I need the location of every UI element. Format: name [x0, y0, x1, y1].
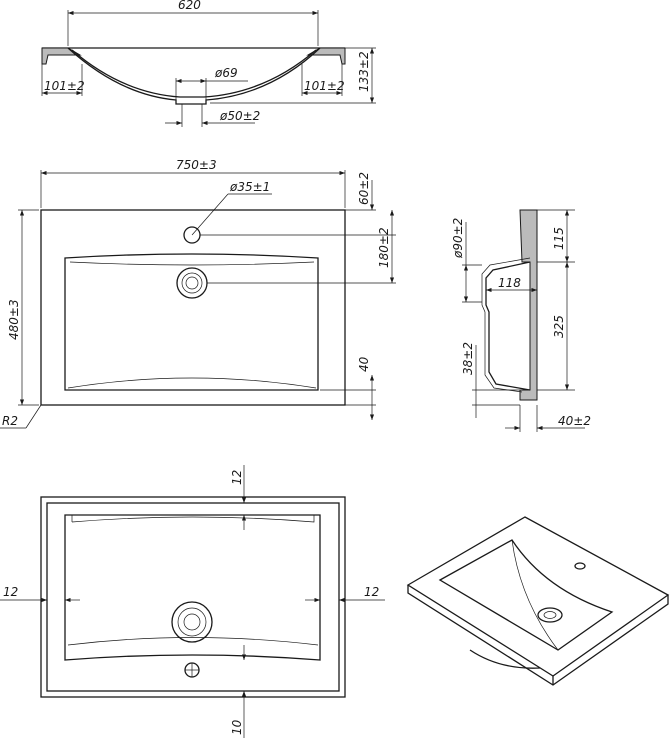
dim-width: 750±3 — [176, 158, 217, 172]
dim-depth: 480±3 — [7, 299, 21, 340]
side-view: 115 325 118 ø90±2 38±2 40±2 — [451, 209, 591, 432]
dim-drain-dia: ø90±2 — [451, 218, 465, 259]
dim-drain-inner: ø50±2 — [219, 109, 260, 123]
dim-right-margin: 12 — [364, 585, 379, 599]
dim-rim-left: 101±2 — [44, 79, 85, 93]
dim-basin-length: 325 — [552, 315, 566, 338]
dim-620: 620 — [178, 0, 201, 12]
bottom-view: 12 12 12 10 — [0, 465, 385, 738]
dim-rim-right: 101±2 — [304, 79, 345, 93]
dim-corner-radius: R2 — [2, 414, 18, 428]
dim-top-margin: 12 — [230, 470, 244, 485]
dim-drain-offset: 180±2 — [377, 227, 391, 268]
dim-left-margin: 12 — [3, 585, 18, 599]
section-view: 620 101±2 101±2 ø69 133±2 ø50±2 — [41, 0, 376, 127]
dim-front-margin: 40 — [357, 356, 371, 372]
dim-tap-offset: 60±2 — [357, 172, 371, 205]
isometric-view — [406, 516, 670, 686]
dim-drain-outer: ø69 — [214, 66, 238, 80]
dim-front-height: 38±2 — [461, 342, 475, 375]
dim-thickness: 40±2 — [558, 414, 591, 428]
dim-drain-depth: 118 — [498, 276, 521, 290]
dim-top-rim: 115 — [552, 227, 566, 250]
dim-depth: 133±2 — [357, 51, 371, 92]
plan-view: 750±3 ø35±1 60±2 180±2 40 480±3 R2 — [0, 158, 396, 429]
dim-bottom-margin: 10 — [230, 719, 244, 735]
dim-tap-hole: ø35±1 — [229, 180, 270, 194]
